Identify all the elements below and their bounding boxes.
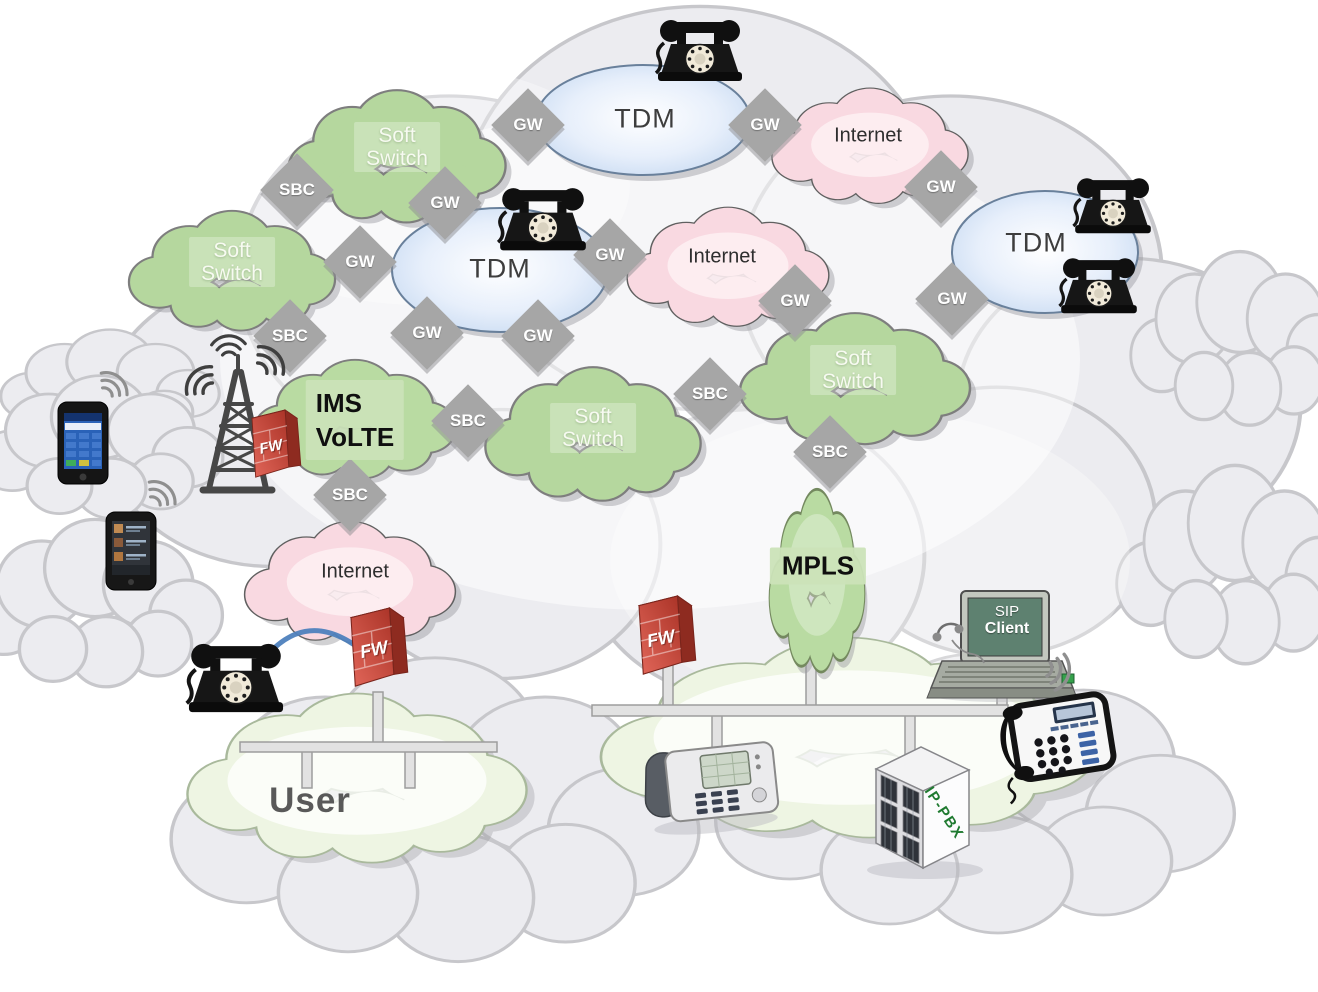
rotary-phone-icon [1057, 256, 1139, 315]
tdm-ellipse-top [535, 64, 755, 181]
laptop-sip-client-icon [926, 590, 1078, 702]
rotary-phone-icon [654, 18, 744, 83]
internet-cloud-lower [243, 520, 462, 650]
user-site-cloud [189, 694, 535, 869]
smartphone-contacts-icon [105, 474, 182, 591]
smartphone-keypad-icon [57, 365, 134, 485]
ethernet-bus-user [239, 691, 498, 789]
headset-icon [932, 622, 985, 664]
internet-cloud-mid [626, 206, 835, 332]
ip-pbx-icon [867, 746, 983, 879]
internet-cloud-top [771, 87, 974, 209]
rotary-phone-icon [496, 186, 588, 253]
rotary-phone-icon [184, 641, 286, 715]
ip-phone-icon [644, 741, 780, 835]
desk-phone-icon [1000, 691, 1117, 805]
rotary-phone-icon [1071, 176, 1153, 235]
